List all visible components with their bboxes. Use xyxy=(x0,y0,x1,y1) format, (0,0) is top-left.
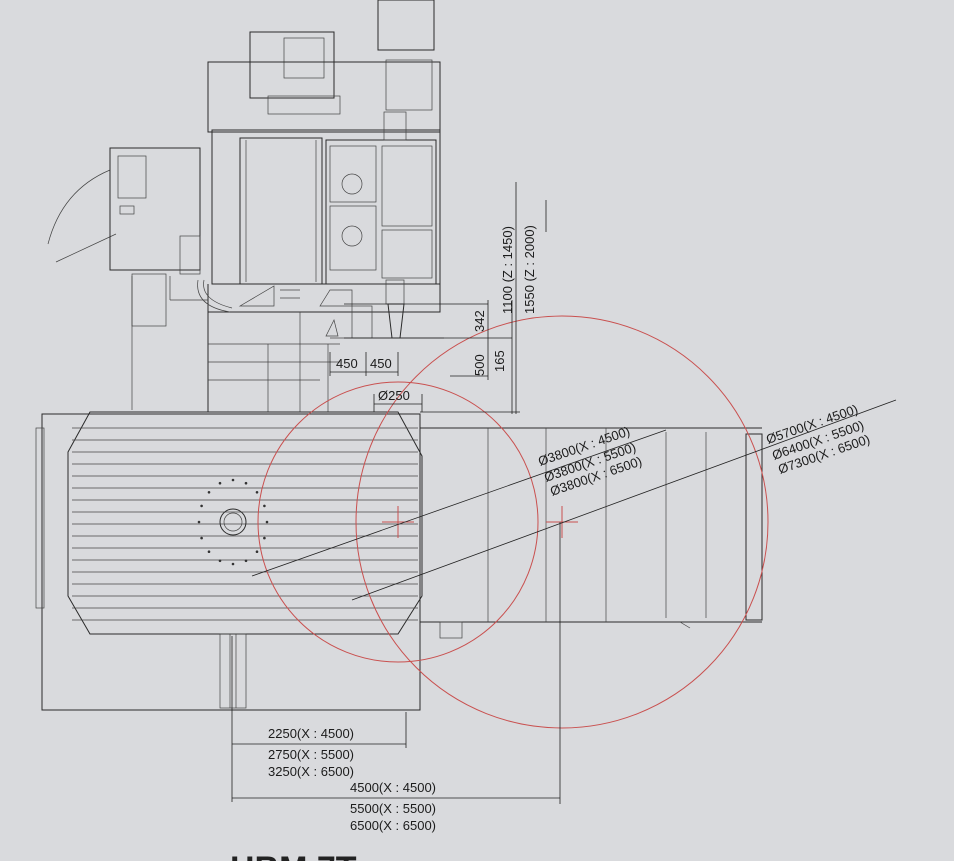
travel-dim-3: 6500(X : 6500) xyxy=(350,818,436,833)
travel-dim-1: 4500(X : 4500) xyxy=(350,780,436,795)
dim-z-1100: 1100 (Z : 1450) xyxy=(500,226,515,314)
rotary-table-bed xyxy=(35,411,423,711)
dim-spindle-width-left: 450 xyxy=(336,356,358,371)
operator-pendant xyxy=(47,147,208,410)
bolt-hole xyxy=(197,520,201,524)
table-t-slots xyxy=(72,427,418,621)
bolt-hole xyxy=(218,481,222,485)
dim-500: 500 xyxy=(472,354,487,376)
bolt-hole xyxy=(244,481,248,485)
bolt-hole xyxy=(200,536,203,540)
swing-circle-large xyxy=(355,315,769,729)
swing-circles xyxy=(257,315,769,729)
table-offset-dim-2: 2750(X : 5500) xyxy=(268,747,354,762)
dim-spindle-width-right: 450 xyxy=(370,356,392,371)
bolt-hole xyxy=(231,562,235,566)
bolt-hole xyxy=(244,559,248,563)
bolt-hole xyxy=(255,491,259,494)
dim-342: 342 xyxy=(472,310,487,332)
table-offset-dim-3: 3250(X : 6500) xyxy=(268,764,354,779)
column-assembly xyxy=(197,0,441,412)
bolt-hole xyxy=(231,478,235,482)
travel-dim-2: 5500(X : 5500) xyxy=(350,801,436,816)
bolt-hole xyxy=(265,520,269,524)
swing-circle-small xyxy=(257,381,539,663)
bolt-hole xyxy=(263,504,266,508)
bolt-hole xyxy=(207,491,211,494)
table-bolt-circle xyxy=(197,478,269,566)
dim-spindle-diameter: Ø250 xyxy=(378,388,410,403)
bolt-hole xyxy=(200,504,203,508)
bolt-hole xyxy=(255,550,259,553)
dimension-lines xyxy=(231,182,897,804)
spindle-head xyxy=(325,279,444,339)
dim-165: 165 xyxy=(492,350,507,372)
bolt-hole xyxy=(207,550,211,553)
dim-z-1550: 1550 (Z : 2000) xyxy=(522,225,537,314)
bed-extension xyxy=(420,427,763,639)
bolt-hole xyxy=(263,536,266,540)
bolt-hole xyxy=(218,559,222,563)
model-title: HBM 7T xyxy=(230,850,357,861)
table-offset-dim-1: 2250(X : 4500) xyxy=(268,726,354,741)
